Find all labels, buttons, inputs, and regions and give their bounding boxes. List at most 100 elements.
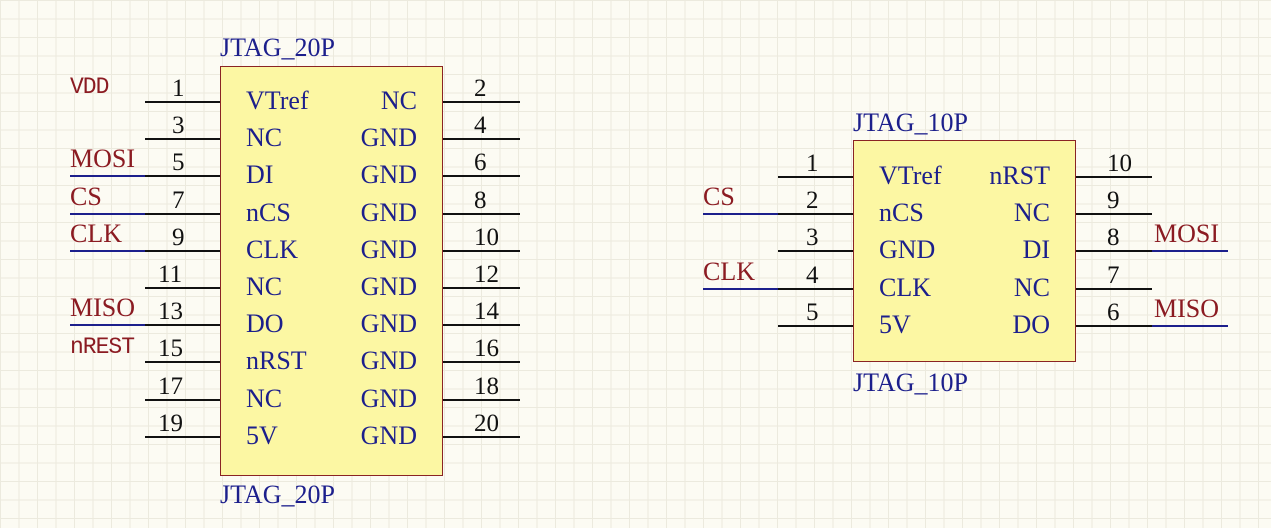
pin-number: 1 (806, 150, 819, 177)
pin-number: 8 (1107, 224, 1120, 252)
pin-name: NC (246, 272, 283, 301)
pin-name: GND (360, 234, 417, 264)
pin-number: 17 (158, 372, 183, 400)
pin-number: 16 (474, 335, 499, 363)
jtag-10p-body[interactable] (853, 140, 1076, 362)
pin-number: 10 (474, 223, 499, 251)
pin-line (145, 138, 220, 141)
pin-name: NC (380, 86, 417, 115)
pin-name: VTref (246, 86, 309, 115)
net-wire (70, 212, 145, 215)
net-wire (703, 287, 778, 290)
pin-number: 7 (1107, 261, 1120, 289)
pin-name: nRST (246, 346, 307, 376)
net-label-nrest: nREST (70, 334, 135, 361)
pin-number: 2 (474, 75, 487, 102)
pin-name: CLK (879, 272, 931, 302)
pin-number: 7 (172, 186, 185, 214)
pin-name: NC (246, 383, 283, 413)
pin-line (443, 435, 520, 438)
pin-line (443, 398, 520, 401)
pin-number: 4 (806, 261, 819, 289)
pin-line (145, 249, 220, 252)
pin-name: GND (360, 160, 417, 190)
pin-number: 1 (172, 75, 185, 102)
net-wire (1152, 250, 1228, 253)
pin-name: CLK (246, 234, 298, 264)
pin-line (1076, 213, 1152, 216)
pin-number: 5 (806, 298, 819, 326)
pin-number: 6 (1107, 298, 1120, 326)
net-wire (70, 324, 145, 327)
pin-name: nCS (246, 197, 291, 227)
net-label-cs: CS (703, 182, 735, 212)
pin-line (443, 287, 520, 289)
pin-number: 3 (806, 224, 819, 252)
pin-line (778, 287, 853, 290)
pin-name: DI (1022, 235, 1050, 265)
net-label-clk: CLK (70, 218, 122, 248)
pin-name: GND (360, 123, 417, 153)
pin-line (1076, 287, 1152, 290)
pin-number: 15 (158, 335, 183, 363)
pin-line (443, 138, 520, 141)
pin-name: NC (1013, 198, 1050, 228)
pin-line (778, 176, 853, 178)
pin-number: 5 (172, 149, 185, 177)
net-wire (703, 213, 778, 216)
pin-name: nCS (879, 198, 924, 228)
pin-line (778, 213, 853, 216)
pin-line (778, 324, 853, 327)
pin-line (443, 361, 520, 364)
jtag-20p-body[interactable] (220, 66, 443, 476)
pin-line (443, 212, 520, 215)
pin-line (145, 175, 220, 178)
pin-name: nRST (989, 161, 1050, 190)
pin-number: 6 (474, 149, 487, 177)
pin-line (778, 250, 853, 253)
pin-line (145, 212, 220, 215)
pin-number: 10 (1107, 150, 1132, 177)
net-label-miso: MISO (70, 293, 136, 323)
pin-number: 8 (474, 186, 487, 214)
jtag-20p-designator-bottom: JTAG_20P (220, 480, 335, 509)
pin-line (443, 324, 520, 327)
pin-name: DI (246, 160, 274, 190)
pin-line (145, 287, 220, 289)
pin-line (145, 435, 220, 438)
jtag-20p-designator-top: JTAG_20P (220, 33, 335, 62)
jtag-10p-designator-bottom: JTAG_10P (853, 368, 968, 397)
net-label-mosi: MOSI (1154, 219, 1220, 249)
net-label-cs: CS (70, 181, 102, 211)
pin-number: 20 (474, 409, 499, 437)
pin-number: 4 (474, 112, 487, 140)
net-label-mosi: MOSI (70, 144, 136, 174)
pin-line (443, 101, 520, 103)
pin-number: 12 (474, 261, 499, 288)
pin-line (145, 361, 220, 364)
pin-line (1076, 250, 1152, 253)
pin-number: 19 (158, 409, 183, 437)
pin-name: 5V (879, 309, 911, 339)
pin-number: 9 (1107, 187, 1120, 215)
pin-line (443, 249, 520, 252)
pin-line (1076, 176, 1152, 178)
pin-number: 11 (158, 261, 183, 288)
net-wire (70, 175, 145, 178)
pin-name: VTref (879, 161, 942, 190)
pin-line (145, 324, 220, 327)
pin-line (443, 175, 520, 178)
net-label-miso: MISO (1154, 293, 1220, 323)
pin-name: GND (360, 383, 417, 413)
pin-name: GND (879, 235, 936, 265)
pin-name: NC (246, 123, 283, 153)
net-wire (70, 249, 145, 252)
pin-line (145, 398, 220, 401)
pin-name: GND (360, 272, 417, 301)
pin-name: GND (360, 197, 417, 227)
pin-number: 14 (474, 298, 499, 326)
net-label-clk: CLK (703, 256, 755, 286)
net-label-vdd: VDD (70, 74, 109, 100)
pin-number: 13 (158, 298, 183, 326)
pin-name: GND (360, 420, 417, 450)
